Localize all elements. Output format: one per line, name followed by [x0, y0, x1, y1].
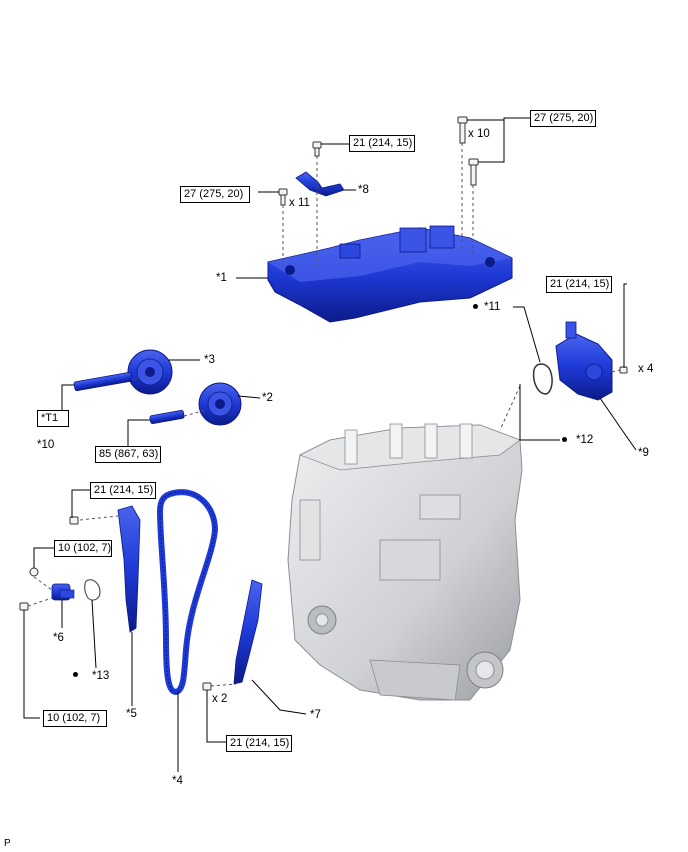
vacuum-pump-gasket-11: [532, 363, 553, 395]
callout-11: *11: [484, 301, 501, 313]
engine-block: [287, 423, 523, 701]
tool-label-t1: *T1: [37, 410, 69, 427]
torque-label-camshaft-bolt: 85 (867, 63): [95, 446, 161, 463]
timing-chain: [156, 489, 219, 696]
torque-label-top: 21 (214, 15): [349, 135, 415, 152]
torque-label-left: 27 (275, 20): [180, 186, 250, 203]
callout-7: *7: [310, 709, 321, 721]
bullet-dot-11: [473, 304, 478, 309]
vacuum-pump-9: [555, 321, 613, 401]
callout-5: *5: [126, 708, 137, 720]
tensioner-fasteners: [19, 366, 628, 691]
qty-x11: x 11: [289, 197, 310, 209]
housing-bolts: [278, 116, 479, 206]
camshaft-timing-gear-2: [198, 382, 242, 426]
camshaft-housing: [267, 225, 513, 323]
chain-tensioner-arm-7: [233, 579, 263, 685]
torque-label-top-right: 27 (275, 20): [530, 110, 596, 127]
assembly-dashed-lines: [27, 143, 621, 687]
callout-1: *1: [216, 272, 227, 284]
leader-lines: [23, 117, 637, 772]
qty-x10: x 10: [468, 128, 490, 140]
page-letter: P: [4, 838, 11, 849]
bullet-dot-12: [562, 437, 567, 442]
qty-x2: x 2: [212, 693, 228, 705]
torque-label-tensioner-upper: 10 (102, 7): [54, 540, 112, 557]
bullet-dot-13: [73, 672, 78, 677]
tensioner-gasket-13: [84, 579, 101, 601]
qty-x4: x 4: [638, 363, 654, 375]
callout-12: *12: [576, 434, 594, 446]
callout-3: *3: [204, 354, 215, 366]
callout-9: *9: [638, 447, 649, 459]
camshaft-timing-gear-3: [127, 349, 173, 395]
bracket-part-8: [295, 171, 345, 197]
torque-label-bottom: 21 (214, 15): [226, 735, 292, 752]
torque-label-chain-guide: 21 (214, 15): [90, 482, 156, 499]
callout-8: *8: [358, 184, 369, 196]
callout-2: *2: [262, 392, 273, 404]
chain-guide-5: [117, 505, 141, 633]
torque-label-vacuum-pump: 21 (214, 15): [546, 276, 612, 293]
callout-13: *13: [92, 670, 110, 682]
chain-tensioner-6: [51, 583, 75, 601]
callout-6: *6: [53, 632, 64, 644]
callout-4: *4: [172, 775, 183, 787]
torque-label-tensioner-lower: 10 (102, 7): [43, 710, 107, 727]
callout-10: *10: [37, 439, 55, 451]
gear-bolts: [73, 371, 185, 424]
